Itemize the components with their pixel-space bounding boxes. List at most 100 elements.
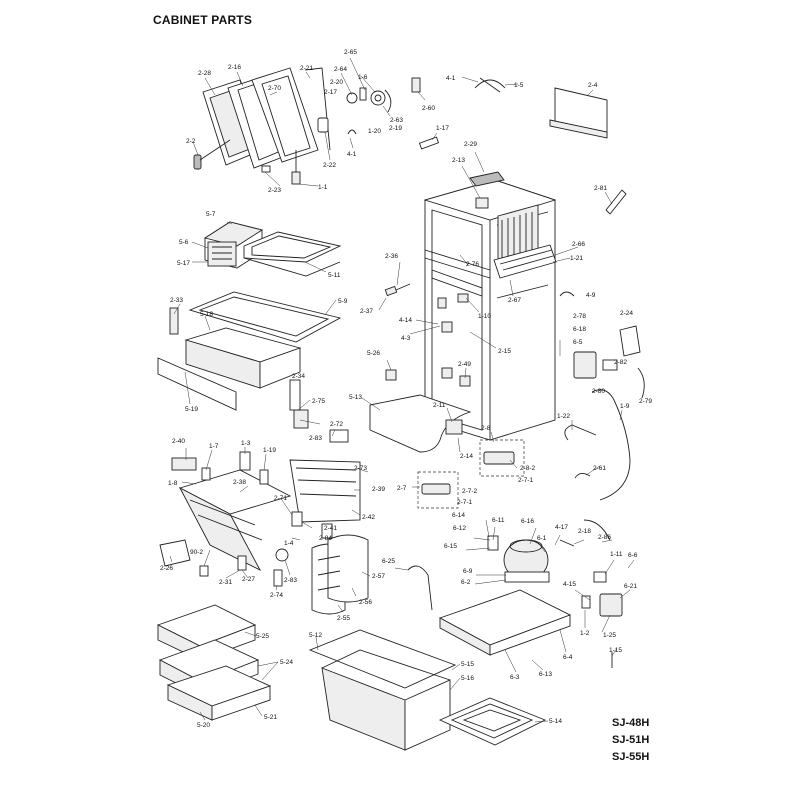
compressor-base-plate <box>438 589 572 656</box>
callout-label: 2-83 <box>309 435 322 442</box>
callout-label: 4-1 <box>446 75 456 82</box>
callout-label: 1-7 <box>209 443 219 450</box>
callout-label: 1-19 <box>263 447 276 454</box>
callout-label: 1-2 <box>580 630 590 637</box>
callout-label: 6-3 <box>510 674 520 681</box>
callout-label: 1-10 <box>478 313 491 320</box>
callout-label: 4-3 <box>401 335 411 342</box>
callout-label: 2-18 <box>578 528 591 535</box>
callout-label: 2-26 <box>160 565 173 572</box>
callout-label: 6-15 <box>444 543 457 550</box>
callout-label: 2-7-2 <box>462 488 478 495</box>
callout-label: 2-7 <box>397 485 407 492</box>
callout-label: 1-21 <box>570 255 583 262</box>
callout-label: 4-14 <box>399 317 412 324</box>
control-box-assembly <box>159 451 292 577</box>
callout-label: 5-19 <box>185 406 198 413</box>
callout-label: 2-86 <box>598 534 611 541</box>
panel-2-4 <box>549 87 608 139</box>
model-label: SJ-48H <box>612 717 650 729</box>
callout-label: 2-17 <box>324 89 337 96</box>
callout-label: 6-1 <box>537 535 547 542</box>
callout-label: 6-2 <box>461 579 471 586</box>
callout-label: 2-34 <box>292 373 305 380</box>
callout-label: 1-11 <box>610 551 623 558</box>
callout-label: 2-40 <box>172 438 185 445</box>
callout-label: 2-57 <box>372 573 385 580</box>
callout-label: 6-25 <box>382 558 395 565</box>
callout-label: 2-23 <box>268 187 281 194</box>
callout-label: 2-8-2 <box>520 465 536 472</box>
crisper-cover-5-13 <box>369 394 472 453</box>
callout-label: 5-9 <box>338 298 348 305</box>
callout-label: 4-9 <box>586 292 596 299</box>
callout-label: 2-71 <box>274 495 287 502</box>
compressor-assembly <box>407 535 623 668</box>
callout-label: 2-56 <box>359 599 372 606</box>
callout-label: 5-24 <box>280 659 293 666</box>
callout-label: 2-42 <box>362 514 375 521</box>
callout-label: 2-41 <box>324 525 337 532</box>
leader-lines <box>169 57 635 723</box>
callout-label: 2-74 <box>270 592 283 599</box>
callout-label: 1-6 <box>358 74 368 81</box>
callout-label: 1-15 <box>609 647 622 654</box>
callout-label: 1-20 <box>368 128 381 135</box>
freezer-door-assembly <box>193 67 331 185</box>
callout-label: 6-11 <box>492 517 505 524</box>
callout-label: 6-16 <box>521 518 534 525</box>
callout-label: 1-3 <box>241 440 251 447</box>
right-column-parts <box>559 189 645 541</box>
freezer-shelf-5-11 <box>243 231 342 277</box>
callout-label: 2-83 <box>284 577 297 584</box>
callout-label: 6-9 <box>463 568 473 575</box>
part-5-26 <box>385 369 397 381</box>
refrigerator-cabinet <box>384 171 557 441</box>
model-label: SJ-55H <box>612 751 650 763</box>
callout-label: 2-49 <box>458 361 471 368</box>
callout-label: 5-17 <box>177 260 190 267</box>
callout-label: 2-70 <box>268 85 281 92</box>
callout-label: 5-25 <box>256 633 269 640</box>
callout-label: 2-16 <box>228 64 241 71</box>
hinge-parts <box>346 77 506 150</box>
callout-label: 2-8 <box>481 425 491 432</box>
callout-label: 2-29 <box>464 141 477 148</box>
callout-label: 2-27 <box>242 576 255 583</box>
callout-label: 2-7-1 <box>457 499 473 506</box>
callout-labels: 2-28 2-16 2-70 2-21 2-2 2-22 2-23 1-1 2-… <box>160 49 652 729</box>
callout-label: 1-4 <box>284 540 294 547</box>
callout-label: 2-13 <box>452 157 465 164</box>
callout-label: 2-24 <box>620 310 633 317</box>
callout-label: 1-1 <box>318 184 328 191</box>
callout-label: 5-21 <box>264 714 277 721</box>
callout-label: 5-6 <box>179 239 189 246</box>
callout-label: 6-12 <box>453 525 466 532</box>
callout-label: 2-81 <box>594 185 607 192</box>
callout-label: 6-13 <box>539 671 552 678</box>
callout-label: 2-60 <box>422 105 435 112</box>
model-label: SJ-51H <box>612 734 650 746</box>
callout-label: 2-73 <box>354 465 367 472</box>
callout-label: 2-72 <box>330 421 343 428</box>
callout-label: 2-4 <box>588 82 598 89</box>
detail-box-2-8 <box>479 439 525 477</box>
freezer-shelf-5-9 <box>188 291 342 343</box>
callout-label: 1-8 <box>168 480 178 487</box>
callout-label: 5-7 <box>206 211 216 218</box>
callout-label: 2-21 <box>300 65 313 72</box>
callout-label: 2-84 <box>319 535 332 542</box>
callout-label: 2-39 <box>372 486 385 493</box>
callout-label: 2-2 <box>186 138 196 145</box>
callout-label: 2-36 <box>385 253 398 260</box>
callout-label: 2-82 <box>614 359 627 366</box>
callout-label: 5-18 <box>200 311 213 318</box>
callout-label: 1-22 <box>557 413 570 420</box>
callout-label: 5-12 <box>309 632 322 639</box>
callout-label: 2-14 <box>460 453 473 460</box>
callout-label: 2-78 <box>573 313 586 320</box>
callout-label: 4-1 <box>347 151 357 158</box>
callout-label: 90-2 <box>190 549 203 556</box>
callout-label: 4-15 <box>563 581 576 588</box>
